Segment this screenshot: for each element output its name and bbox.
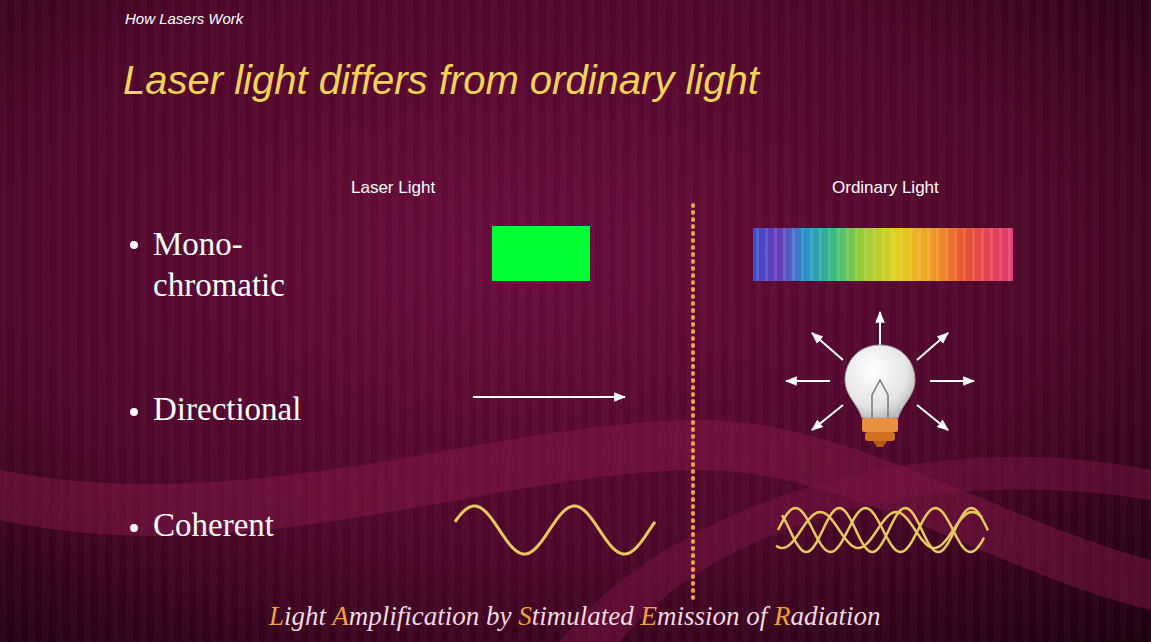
swoosh (0, 420, 1151, 610)
property-label: Directional (153, 391, 301, 428)
caption-initial: L (269, 601, 284, 631)
bullet (130, 241, 138, 249)
caption-initial: R (774, 601, 791, 631)
caption-initial: S (518, 601, 532, 631)
spectrum-lines (753, 228, 1013, 281)
slide-caption: Light Amplification by Stimulated Emissi… (269, 601, 881, 632)
section-label: How Lasers Work (125, 10, 243, 27)
property-label: Coherent (153, 507, 274, 544)
monochromatic-swatch (492, 226, 590, 281)
caption-initial: A (332, 601, 349, 631)
dotted-divider (691, 205, 695, 600)
bullet (130, 408, 138, 416)
incoherent-wave (776, 512, 982, 548)
light-bulb (845, 345, 915, 447)
spectrum-bar (753, 228, 1013, 281)
bullet (130, 524, 138, 532)
caption-initial: E (641, 601, 658, 631)
bulb-rays (786, 312, 974, 430)
column-heading: Laser Light (351, 178, 435, 198)
property-label: Mono- chromatic (153, 224, 303, 306)
directional-arrow (473, 396, 625, 398)
slide-title: Laser light differs from ordinary light (123, 58, 759, 103)
column-heading: Ordinary Light (832, 178, 939, 198)
coherent-wave (455, 506, 655, 554)
